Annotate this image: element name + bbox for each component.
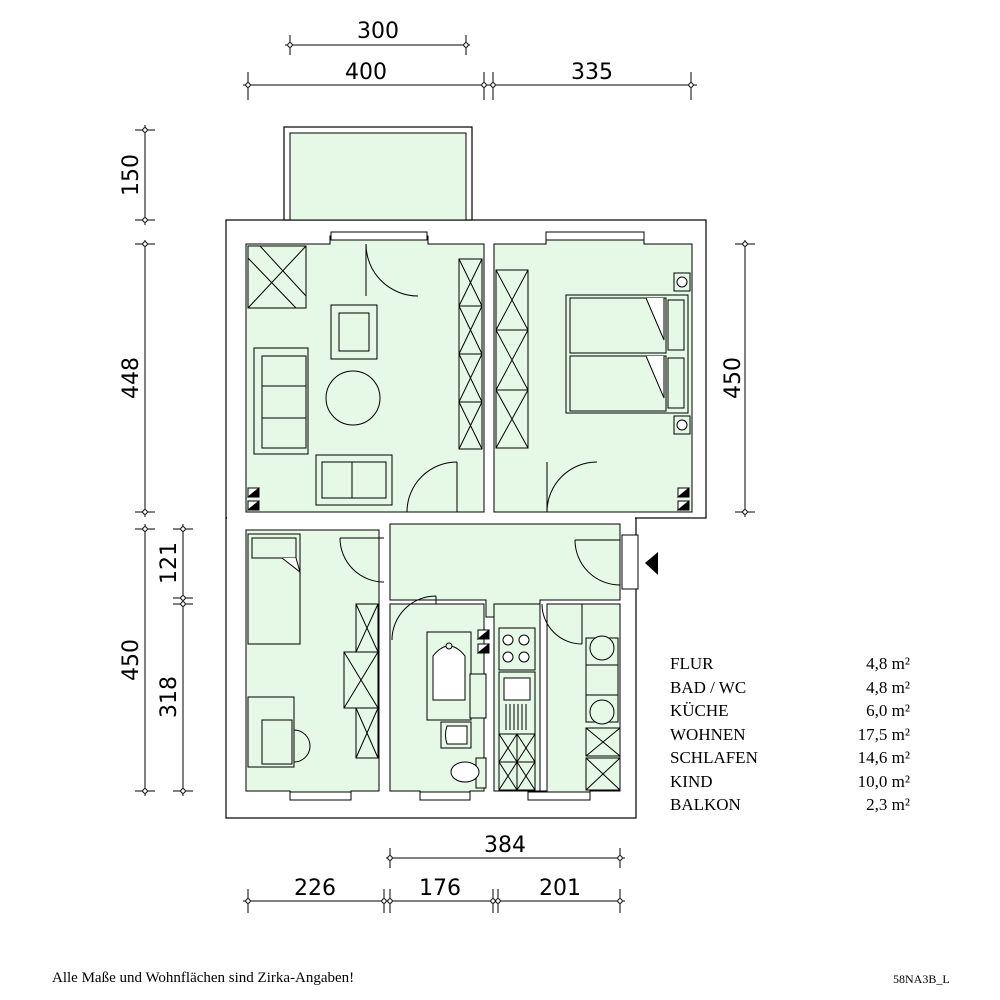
dim-bottom-176: 176 xyxy=(419,876,461,901)
room-name: WOHNEN xyxy=(670,724,746,744)
balcony xyxy=(283,126,473,221)
dim-top-335: 335 xyxy=(571,60,613,85)
legend-row-balkon: BALKON 2,3 m² xyxy=(670,793,910,817)
dim-left-448: 448 xyxy=(119,357,144,399)
room-name: KIND xyxy=(670,771,713,791)
room-area: 4,8 m² xyxy=(866,654,910,673)
dim-bottom-384: 384 xyxy=(484,833,526,858)
dim-left-121: 121 xyxy=(157,542,182,584)
legend-row-schlafen: SCHLAFEN 14,6 m² xyxy=(670,746,910,770)
dim-top-400: 400 xyxy=(345,60,387,85)
disclaimer-note: Alle Maße und Wohnflächen sind Zirka-Ang… xyxy=(52,970,355,986)
dim-left-450: 450 xyxy=(119,639,144,681)
room-area: 2,3 m² xyxy=(866,795,910,814)
legend-row-bad-wc: BAD / WC 4,8 m² xyxy=(670,676,910,700)
room-area: 17,5 m² xyxy=(857,724,910,744)
dim-left-318: 318 xyxy=(157,676,182,718)
room-area-legend: FLUR 4,8 m² BAD / WC 4,8 m² KÜCHE 6,0 m²… xyxy=(670,652,910,817)
windows xyxy=(289,231,645,801)
dim-bottom-226: 226 xyxy=(294,876,336,901)
entrance-arrow-icon xyxy=(645,552,658,575)
furniture xyxy=(247,245,691,791)
dim-bottom-201: 201 xyxy=(539,876,581,901)
room-area: 4,8 m² xyxy=(866,677,910,697)
legend-row-kind: KIND 10,0 m² xyxy=(670,770,910,794)
room-area: 14,6 m² xyxy=(857,748,910,767)
electrical-marks xyxy=(246,486,690,654)
legend-row-kueche: KÜCHE 6,0 m² xyxy=(670,699,910,723)
dim-right-450: 450 xyxy=(721,357,746,399)
doors xyxy=(339,243,621,645)
legend-row-wohnen: WOHNEN 17,5 m² xyxy=(670,723,910,747)
dim-left-150: 150 xyxy=(119,154,144,196)
dimension-labels: 300 400 335 150 448 450 121 318 450 384 … xyxy=(119,19,746,901)
room-area: 6,0 m² xyxy=(866,701,910,720)
room-name: BAD / WC xyxy=(670,677,747,697)
room-name: FLUR xyxy=(670,654,714,673)
room-name: SCHLAFEN xyxy=(670,748,758,767)
room-area: 10,0 m² xyxy=(857,771,910,791)
room-name: BALKON xyxy=(670,795,741,814)
dimension-ticks xyxy=(142,42,748,904)
plan-code: 58NA3B_L xyxy=(893,972,950,986)
legend-row-flur: FLUR 4,8 m² xyxy=(670,652,910,676)
dim-top-300: 300 xyxy=(357,19,399,44)
room-name: KÜCHE xyxy=(670,701,729,720)
